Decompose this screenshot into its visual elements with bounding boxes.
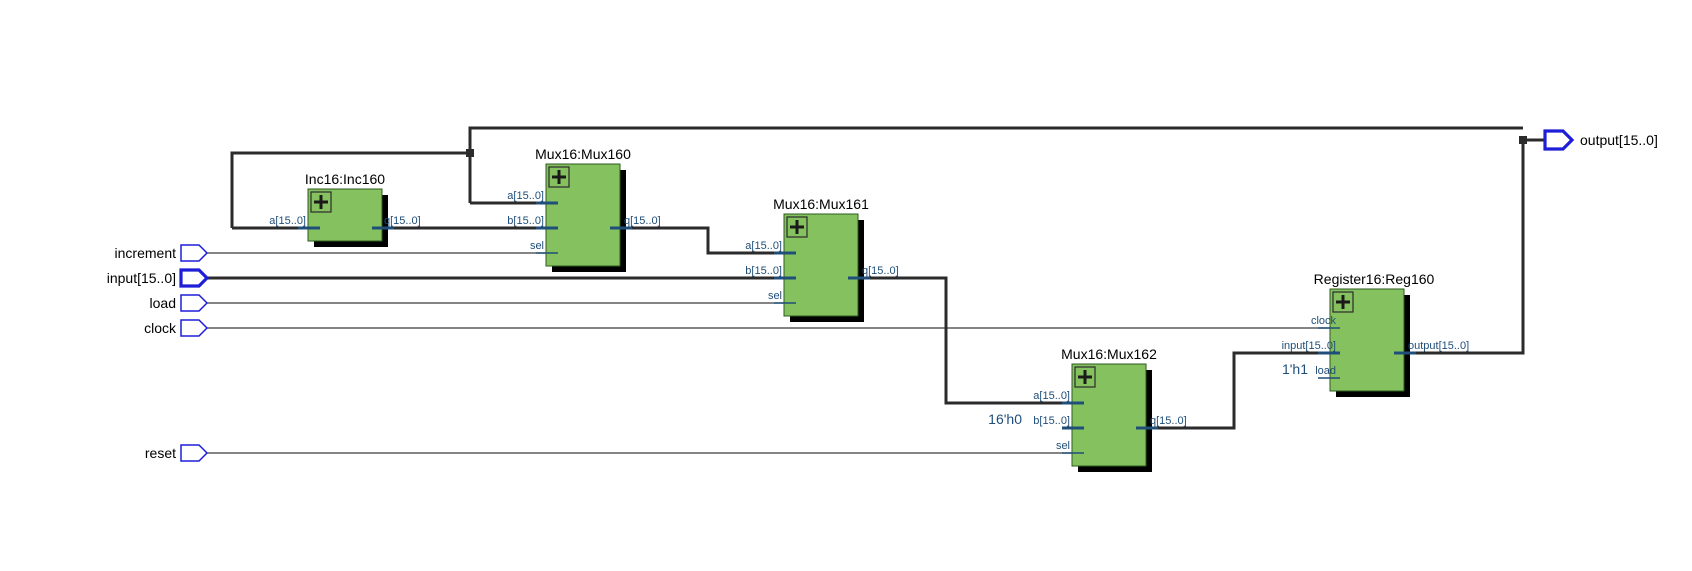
block-mux162-port-a-label: a[15..0] — [1033, 390, 1070, 402]
block-reg160-port-output-label: output[15..0] — [1408, 340, 1469, 352]
input-pin-load[interactable]: load — [150, 294, 209, 312]
block-mux161-port-sel-label: sel — [768, 290, 782, 302]
block-reg160[interactable]: Register16:Reg160 clock input[15..0] loa… — [1282, 271, 1470, 397]
wires — [207, 126, 1545, 454]
block-mux162-port-b-label: b[15..0] — [1033, 415, 1070, 427]
block-mux160-port-q-label: q[15..0] — [624, 215, 661, 227]
block-inc160-port-q-label: q[15..0] — [384, 215, 421, 227]
input-pin-reset[interactable]: reset — [145, 444, 209, 462]
block-mux161-port-a-label: a[15..0] — [745, 240, 782, 252]
input-pin-input[interactable]: input[15..0] — [107, 268, 210, 288]
input-pin-increment-label: increment — [115, 245, 177, 261]
bus-mux160-to-mux161[interactable] — [610, 226, 796, 255]
input-pin-clock[interactable]: clock — [144, 319, 209, 337]
input-pins: increment input[15..0] load clock reset — [107, 244, 210, 462]
bus-reg-to-output[interactable] — [1410, 140, 1525, 355]
block-mux160-expand-icon[interactable] — [548, 166, 570, 188]
block-inc160[interactable]: Inc16:Inc160 a[15..0] q[15..0] — [269, 171, 421, 247]
block-mux162-title: Mux16:Mux162 — [1061, 346, 1157, 362]
block-mux160[interactable]: Mux16:Mux160 a[15..0] b[15..0] sel q[15.… — [507, 146, 661, 272]
block-mux162[interactable]: Mux16:Mux162 a[15..0] b[15..0] 16'h0 sel… — [988, 346, 1187, 472]
block-mux161-port-q-label: q[15..0] — [862, 265, 899, 277]
block-reg160-title: Register16:Reg160 — [1314, 271, 1435, 287]
block-mux160-port-sel-label: sel — [530, 240, 544, 252]
input-pin-increment[interactable]: increment — [115, 244, 209, 262]
block-reg160-const-load-label: 1'h1 — [1282, 361, 1308, 377]
block-mux160-port-b-label: b[15..0] — [507, 215, 544, 227]
input-pin-reset-label: reset — [145, 445, 176, 461]
block-inc160-expand-icon[interactable] — [310, 191, 332, 213]
bus-mux161-to-mux162[interactable] — [848, 276, 1084, 405]
block-mux162-expand-icon[interactable] — [1074, 366, 1096, 388]
input-pin-load-label: load — [150, 295, 176, 311]
block-mux160-port-a-label: a[15..0] — [507, 190, 544, 202]
block-inc160-title: Inc16:Inc160 — [305, 171, 385, 187]
input-pin-clock-label: clock — [144, 320, 177, 336]
block-mux160-title: Mux16:Mux160 — [535, 146, 631, 162]
block-mux162-const-b-label: 16'h0 — [988, 411, 1022, 427]
output-pin-output[interactable]: output[15..0] — [1543, 129, 1658, 151]
bus-output-feedback[interactable] — [468, 126, 1523, 203]
block-mux161-port-b-label: b[15..0] — [745, 265, 782, 277]
bus-inc-loop[interactable] — [230, 151, 470, 228]
block-mux161-title: Mux16:Mux161 — [773, 196, 869, 212]
block-mux161-expand-icon[interactable] — [786, 216, 808, 238]
block-reg160-expand-icon[interactable] — [1332, 291, 1354, 313]
junction-dot-output — [1519, 136, 1527, 144]
input-pin-input-label: input[15..0] — [107, 270, 176, 286]
block-reg160-port-clock-label: clock — [1311, 315, 1337, 327]
block-mux162-port-sel-label: sel — [1056, 440, 1070, 452]
junction-dot-feedback — [466, 149, 474, 157]
block-reg160-port-input-label: input[15..0] — [1282, 340, 1336, 352]
block-mux161[interactable]: Mux16:Mux161 a[15..0] b[15..0] sel q[15.… — [745, 196, 899, 322]
output-pin-output-label: output[15..0] — [1580, 132, 1658, 148]
block-inc160-port-a-label: a[15..0] — [269, 215, 306, 227]
bus-mux162-to-reg[interactable] — [1136, 351, 1340, 430]
block-mux162-port-q-label: q[15..0] — [1150, 415, 1187, 427]
block-reg160-port-load-label: load — [1315, 365, 1336, 377]
